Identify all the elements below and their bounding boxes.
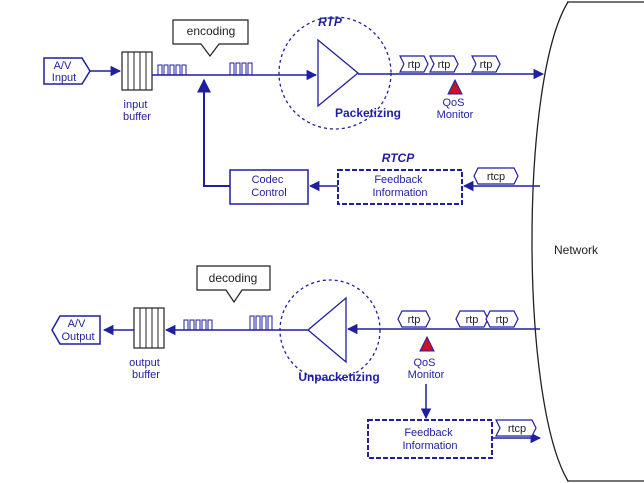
sender-packet-3 (471, 55, 501, 73)
unpacketizing-label: Unpacketizing (298, 370, 379, 384)
outgoing-rtcp-packet (495, 419, 537, 437)
decoding-label: decoding (209, 271, 258, 285)
decoding-callout (196, 265, 271, 304)
rtp-packetizer-circle (278, 16, 392, 130)
incoming-rtcp-label: rtcp (487, 171, 505, 183)
codec-control-box (229, 169, 309, 205)
receiver-packet-1-label: rtp (408, 314, 421, 326)
output-buffer-label: output buffer (129, 357, 163, 381)
decoded-data-pulses (183, 319, 213, 330)
receiver-qos-label: QoS Monitor (408, 357, 445, 381)
feedback-box-sender (337, 169, 463, 205)
input-buffer-label: input buffer (123, 99, 151, 123)
av-output-shape (51, 315, 101, 345)
rtp-label: RTP (318, 15, 343, 29)
av-input-label: A/V Input (52, 60, 76, 84)
output-buffer (133, 307, 165, 349)
sender-qos-warning-icon (447, 78, 463, 95)
receiver-packet-2-label: rtp (466, 314, 479, 326)
packetizing-label: Packetizing (335, 106, 401, 120)
input-buffer (121, 51, 153, 91)
codec-control-label: Codec Control (251, 174, 286, 199)
encoding-label: encoding (187, 24, 236, 38)
sender-packet-1 (399, 55, 429, 73)
receiver-packet-2 (455, 310, 489, 328)
feedback-box-receiver (367, 419, 493, 459)
network-label: Network (554, 243, 599, 257)
sender-qos-label: QoS Monitor (437, 97, 474, 121)
unpacketizer-triangle (306, 296, 347, 364)
feedback-sender-label: Feedback Information (372, 174, 427, 199)
receiver-qos-warning-icon (419, 335, 435, 352)
sender-packet-3-label: rtp (480, 59, 493, 71)
receiver-packet-1 (397, 310, 431, 328)
encoded-data-pulses (229, 62, 253, 75)
receiver-packet-3 (485, 310, 519, 328)
sender-packet-2-label: rtp (438, 59, 451, 71)
sender-packet-2 (429, 55, 459, 73)
encoding-callout (172, 19, 249, 57)
rtcp-label: RTCP (382, 151, 415, 165)
incoming-rtcp-packet (473, 167, 519, 185)
outgoing-rtcp-label: rtcp (508, 423, 526, 435)
feedback-receiver-label: Feedback Information (402, 427, 457, 452)
raw-data-pulses (157, 64, 187, 75)
av-input-shape (43, 57, 91, 85)
network-cloud (531, 1, 569, 482)
sender-packet-1-label: rtp (408, 59, 421, 71)
packetizer-triangle (317, 38, 360, 108)
received-data-pulses (249, 315, 273, 330)
av-output-label: A/V Output (61, 318, 94, 343)
receiver-packet-3-label: rtp (496, 314, 509, 326)
codec-to-encoder-line (197, 78, 230, 187)
